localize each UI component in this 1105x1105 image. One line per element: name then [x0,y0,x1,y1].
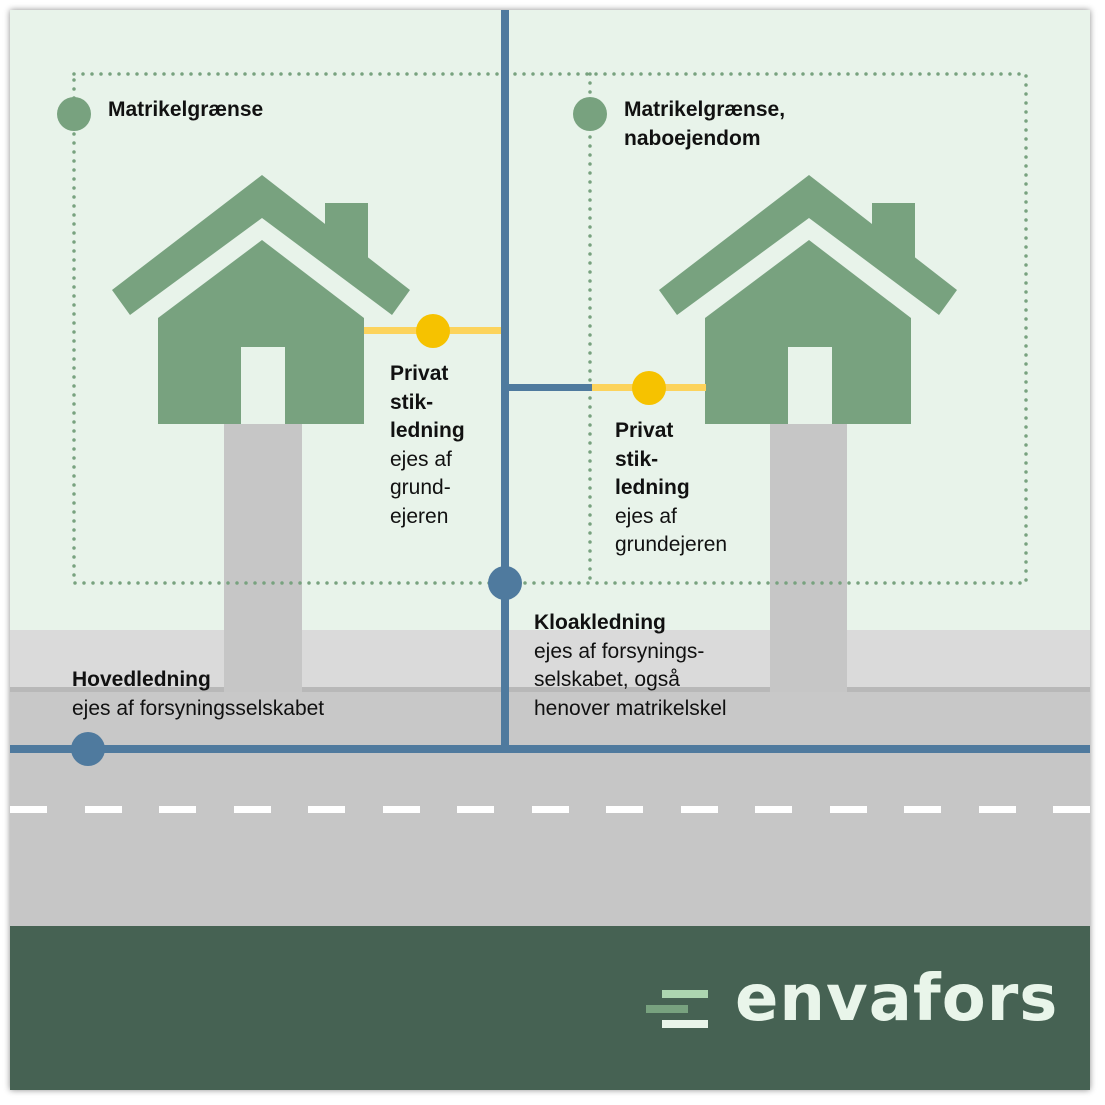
private-node-right [632,371,666,405]
driveway-right [770,424,847,692]
logo-text: envafors [735,962,1059,1036]
logo-mark-icon [646,990,708,1028]
road-center-dashes [10,806,1090,813]
parcel-label-right: Matrikelgrænse, naboejendom [624,98,786,150]
private-node-left [416,314,450,348]
main-pipe [10,745,1090,753]
house-right-icon [659,175,957,424]
private-pipe-label-right: Privat stik- ledning ejes af grundejeren [615,419,728,556]
private-pipe-label-left: Privat stik- ledning ejes af grund- ejer… [390,362,465,528]
parcel-marker-right [573,97,607,131]
sewer-pipe-vertical [501,10,509,748]
main-pipe-label: Hovedledning ejes af forsyningsselskabet [72,668,325,720]
road [10,752,1090,926]
sewer-label: Kloakledning ejes af forsynings- selskab… [534,611,727,720]
branch-pipe [505,384,592,391]
sidewalk [10,630,1090,690]
road-edge [10,692,1090,748]
driveway-left [224,424,302,692]
parcel-boundary [72,72,1028,585]
house-left-icon [112,175,410,424]
sewer-node [488,566,522,600]
curb-line [10,687,1090,692]
main-node [71,732,105,766]
footer [10,926,1090,1090]
parcel-label-left: Matrikelgrænse [108,98,264,121]
parcel-marker-left [57,97,91,131]
